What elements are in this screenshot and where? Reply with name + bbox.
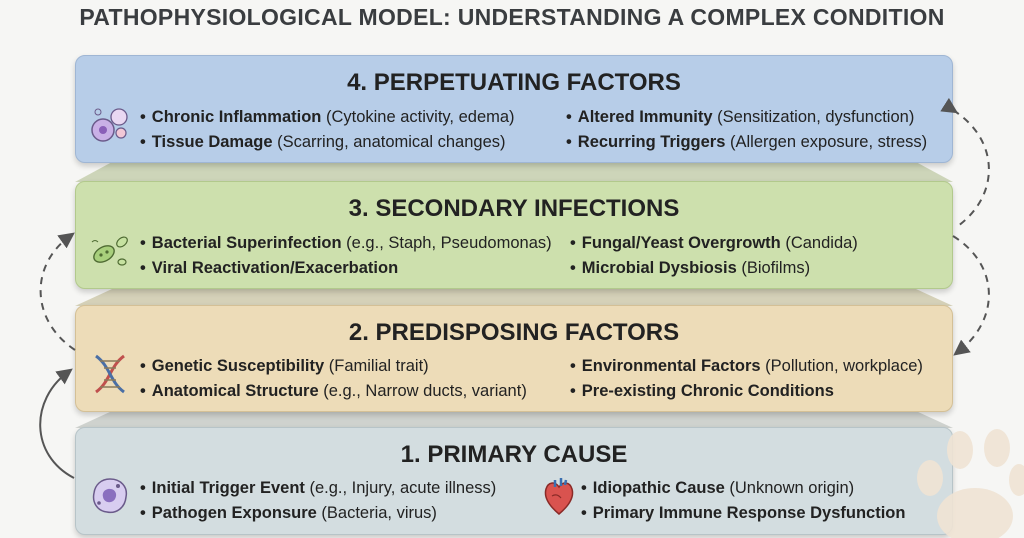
layer-predisposing-factors: 2. PREDISPOSING FACTORS Genetic Suscepti… — [75, 305, 953, 412]
bullet-item: Anatomical Structure (e.g., Narrow ducts… — [140, 382, 527, 401]
bullet-item: Altered Immunity (Sensitization, dysfunc… — [566, 108, 915, 127]
microbes-icon — [91, 236, 128, 266]
dna-icon — [95, 354, 125, 394]
layer-title: 4. PERPETUATING FACTORS — [347, 69, 681, 96]
bullet-item: Pre-existing Chronic Conditions — [570, 382, 834, 401]
bullet-item: Bacterial Superinfection (e.g., Staph, P… — [140, 234, 552, 253]
layer-secondary-infections: 3. SECONDARY INFECTIONS Bacterial Superi… — [75, 181, 953, 289]
layer-title: 1. PRIMARY CAUSE — [400, 441, 628, 468]
bullet-item: Microbial Dysbiosis (Biofilms) — [570, 259, 810, 278]
paw-print-icon — [917, 429, 1024, 538]
bullet-item: Environmental Factors (Pollution, workpl… — [570, 357, 923, 376]
bullet-item: Idiopathic Cause (Unknown origin) — [581, 479, 854, 498]
bullet-item: Recurring Triggers (Allergen exposure, s… — [566, 133, 927, 152]
bullet-item: Tissue Damage (Scarring, anatomical chan… — [140, 133, 506, 152]
bullet-item: Chronic Inflammation (Cytokine activity,… — [140, 108, 515, 127]
bullet-item: Primary Immune Response Dysfunction — [581, 504, 906, 523]
page-title: PATHOPHYSIOLOGICAL MODEL: UNDERSTANDING … — [79, 4, 945, 30]
bullet-item: Genetic Susceptibility (Familial trait) — [140, 357, 429, 376]
layer-perpetuating-factors: 4. PERPETUATING FACTORS Chronic Inflamma… — [75, 55, 953, 163]
bullet-item: Initial Trigger Event (e.g., Injury, acu… — [140, 479, 496, 498]
cells-icon — [91, 108, 128, 142]
heart-icon — [544, 478, 574, 515]
bullet-item: Fungal/Yeast Overgrowth (Candida) — [570, 234, 858, 253]
layer-title: 3. SECONDARY INFECTIONS — [348, 195, 680, 222]
bullet-item: Viral Reactivation/Exacerbation — [140, 259, 398, 278]
layer-title: 2. PREDISPOSING FACTORS — [348, 319, 680, 346]
pathogen-cell-icon — [92, 478, 128, 514]
layer-primary-cause: 1. PRIMARY CAUSE Initial Trigger Event (… — [75, 427, 953, 535]
bullet-item: Pathogen Exponsure (Bacteria, virus) — [140, 504, 437, 523]
